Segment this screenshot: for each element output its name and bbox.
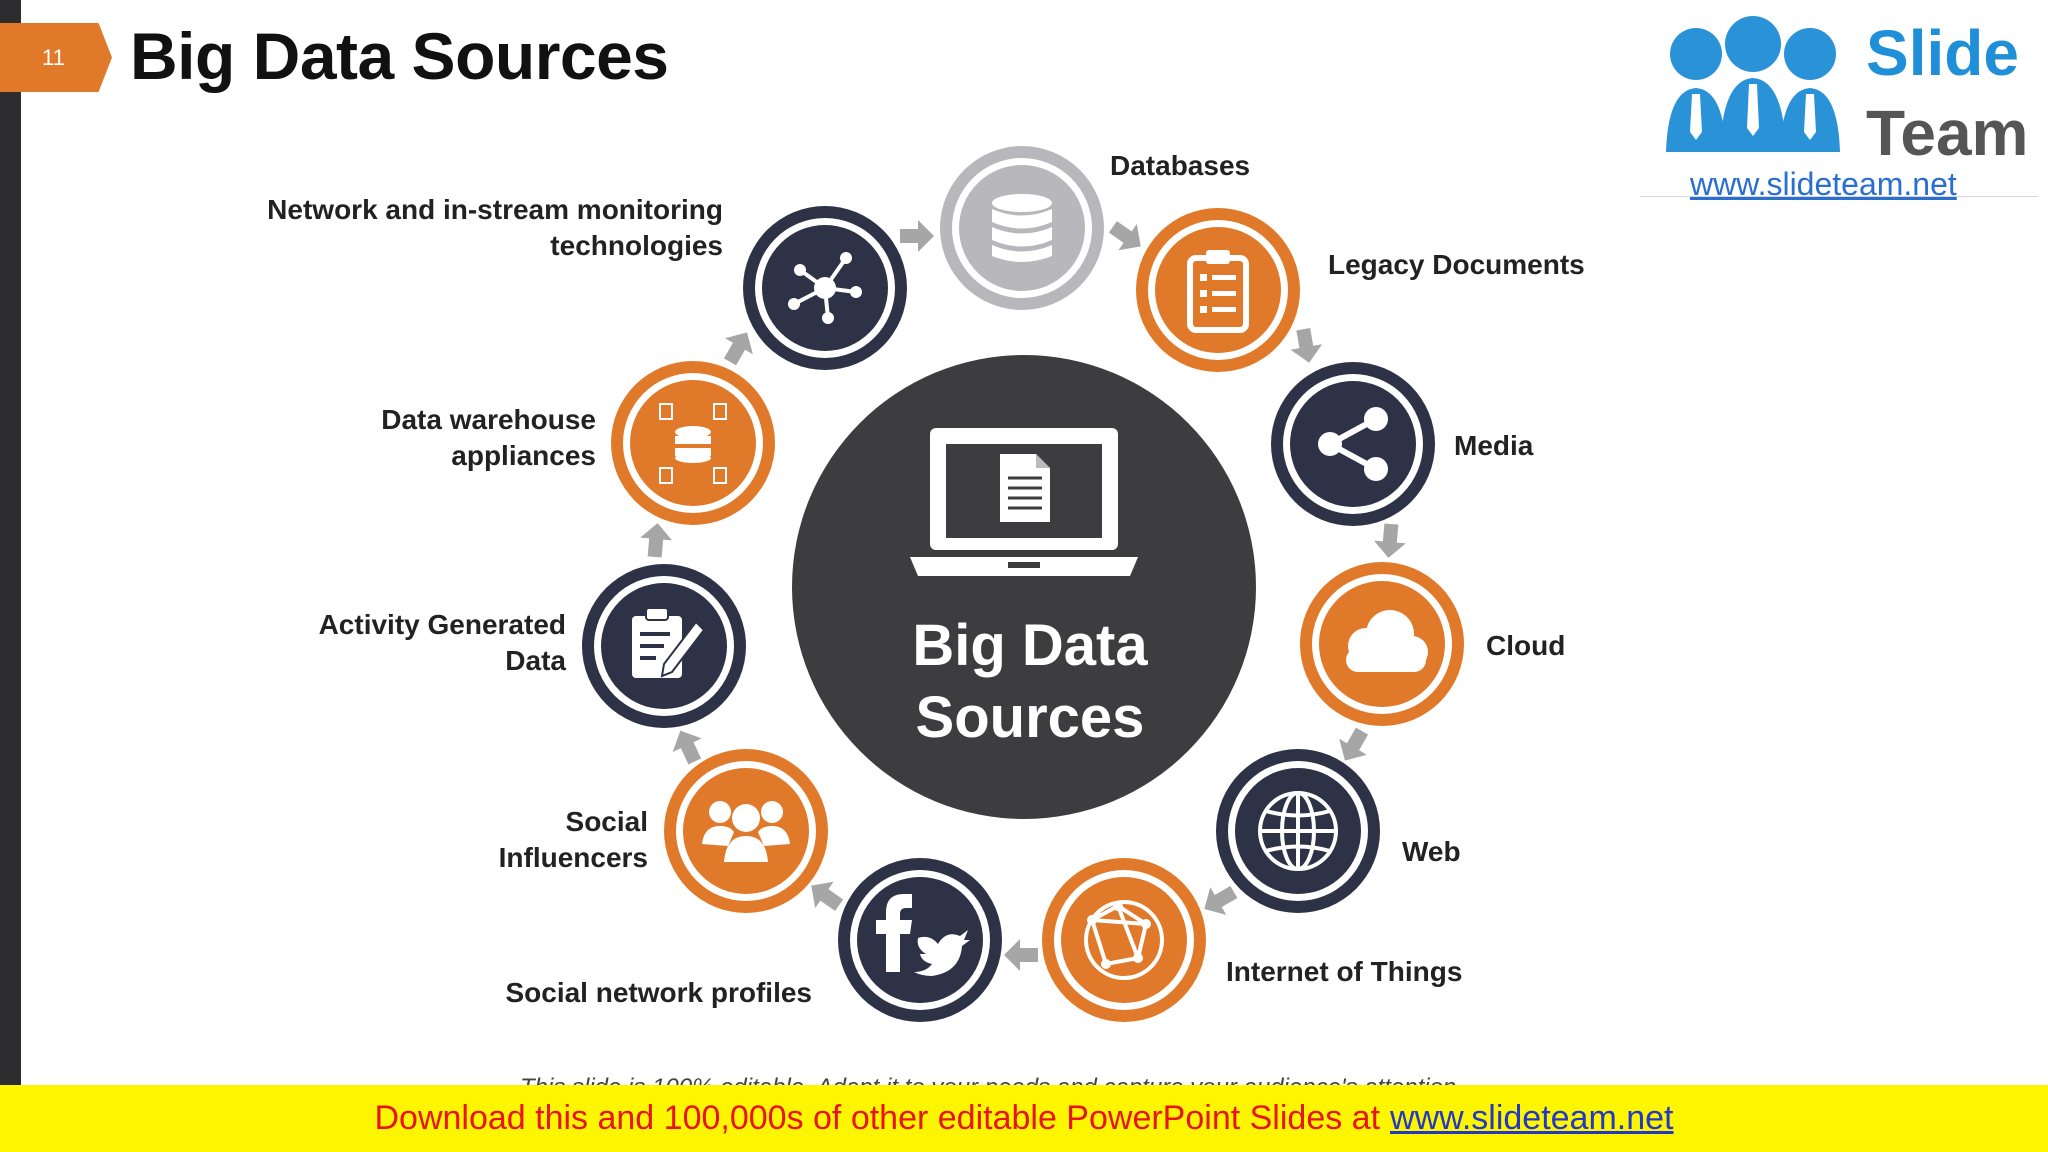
cloud-icon (1346, 610, 1428, 672)
label-cloud: Cloud (1486, 630, 1566, 661)
node-legacy-documents[interactable] (1136, 208, 1300, 372)
network-globe-icon (1084, 900, 1164, 980)
logo-text-slide: Slide (1866, 17, 2019, 89)
people-group-icon (702, 801, 790, 862)
logo-url-link[interactable]: www.slideteam.net (1690, 166, 1957, 202)
node-activity-generated-data[interactable] (582, 564, 746, 728)
node-internet-of-things[interactable] (1042, 858, 1206, 1022)
banner-link[interactable]: www.slideteam.net (1390, 1099, 1674, 1137)
label-web: Web (1402, 836, 1461, 867)
slide-number: 11 (42, 44, 65, 70)
center-title-line2: Sources (916, 685, 1145, 750)
label-network-line1: Network and in-stream monitoring (267, 194, 723, 225)
logo-text-team: Team (1866, 97, 2029, 169)
label-social-influencers: Social Influencers (498, 806, 648, 873)
label-internet-of-things: Internet of Things (1226, 956, 1463, 987)
node-network-monitoring[interactable] (743, 206, 907, 370)
warehouse-database-icon (659, 403, 727, 484)
globe-icon (1258, 791, 1338, 871)
label-databases: Databases (1110, 150, 1251, 181)
node-media[interactable] (1271, 362, 1435, 526)
page-title: Big Data Sources (130, 19, 669, 93)
label-media: Media (1454, 430, 1534, 461)
label-legacy-documents: Legacy Documents (1328, 249, 1585, 280)
download-banner[interactable]: Download this and 100,000s of other edit… (0, 1085, 2048, 1152)
node-web[interactable] (1216, 749, 1380, 913)
label-network-monitoring: Network and in-stream monitoring technol… (267, 192, 723, 264)
label-activity-generated-data: Activity Generated Data (319, 607, 566, 679)
node-cloud[interactable] (1300, 562, 1464, 726)
label-data-warehouse: Data warehouse appliances (381, 402, 596, 474)
database-icon (992, 194, 1052, 262)
slide-number-badge: 11 (0, 23, 112, 92)
slideteam-logo[interactable]: Slide Team www.slideteam.net (1640, 4, 2038, 202)
label-activity-line2: Data (505, 645, 566, 676)
hub-network-icon (788, 252, 862, 324)
left-accent-bar (0, 0, 21, 1085)
people-logo-icon (1666, 16, 1840, 152)
laptop-document-icon (910, 428, 1138, 576)
label-activity-line1: Activity Generated (318, 609, 566, 640)
label-network-line2: technologies (550, 230, 723, 261)
label-social-network-profiles: Social network profiles (505, 977, 812, 1008)
share-icon (1318, 407, 1388, 481)
node-data-warehouse-appliances[interactable] (611, 361, 775, 525)
node-databases[interactable] (940, 146, 1104, 310)
node-social-influencers[interactable] (664, 749, 828, 913)
clipboard-pen-icon (632, 607, 706, 678)
node-social-network-profiles[interactable] (838, 858, 1002, 1022)
label-warehouse-line1: Data warehouse (381, 404, 596, 435)
center-hub: Big Data Sources (792, 355, 1256, 819)
facebook-twitter-icon (876, 894, 970, 976)
center-title-line1: Big Data (912, 613, 1148, 678)
clipboard-list-icon (1187, 250, 1249, 333)
banner-text: Download this and 100,000s of other edit… (374, 1099, 1381, 1137)
label-warehouse-line2: appliances (451, 440, 596, 471)
